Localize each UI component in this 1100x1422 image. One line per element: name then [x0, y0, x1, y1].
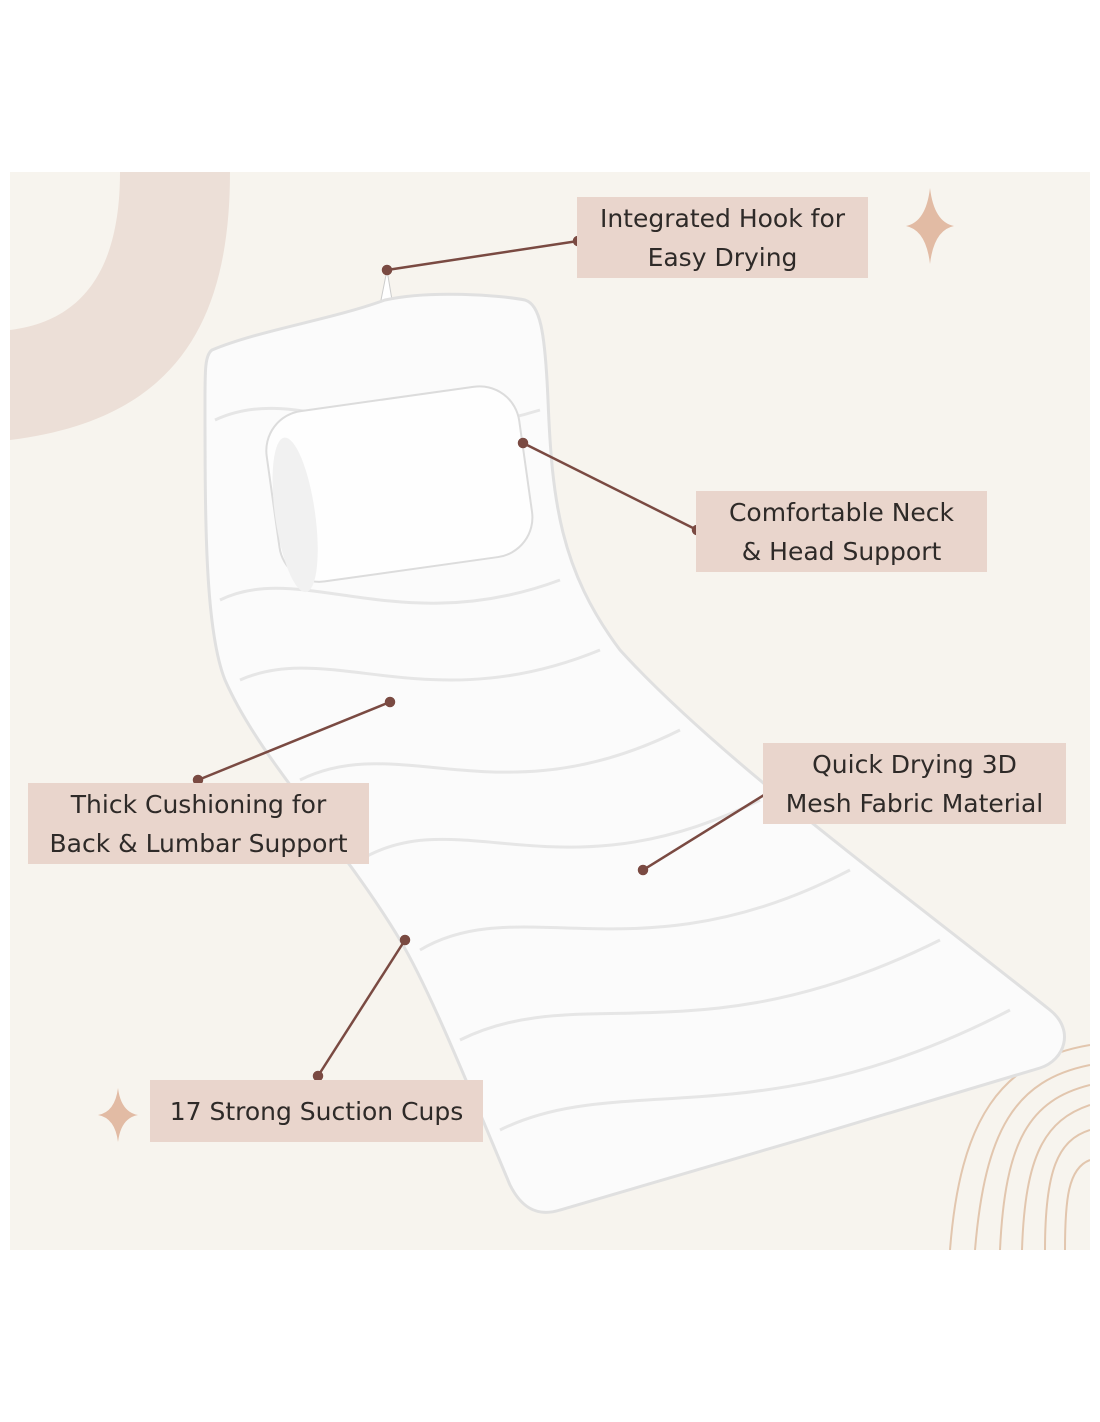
callout-integrated-hook: Integrated Hook for Easy Drying [577, 197, 868, 278]
sparkle-icon [906, 188, 954, 264]
callout-line: Quick Drying 3D [812, 749, 1017, 779]
callout-line: Comfortable Neck [728, 497, 955, 527]
sparkle-icon [98, 1088, 138, 1142]
callout-suction-cups: 17 Strong Suction Cups [150, 1080, 483, 1142]
callout-mesh-fabric: Quick Drying 3D Mesh Fabric Material [763, 743, 1066, 824]
callout-line: Integrated Hook for [599, 203, 846, 233]
decorative-arc [10, 172, 230, 440]
callout-line: Easy Drying [647, 242, 798, 272]
callout-line: 17 Strong Suction Cups [169, 1096, 464, 1126]
callout-neck-support: Comfortable Neck & Head Support [696, 491, 987, 572]
infographic-panel [10, 172, 1090, 1250]
callout-line: & Head Support [741, 536, 942, 566]
callout-line: Thick Cushioning for [70, 789, 327, 819]
callout-cushioning: Thick Cushioning for Back & Lumbar Suppo… [28, 783, 369, 864]
callout-line: Back & Lumbar Support [49, 828, 348, 858]
callout-line: Mesh Fabric Material [785, 788, 1044, 818]
neck-pillow [265, 385, 534, 593]
product-illustration [10, 172, 1090, 1250]
